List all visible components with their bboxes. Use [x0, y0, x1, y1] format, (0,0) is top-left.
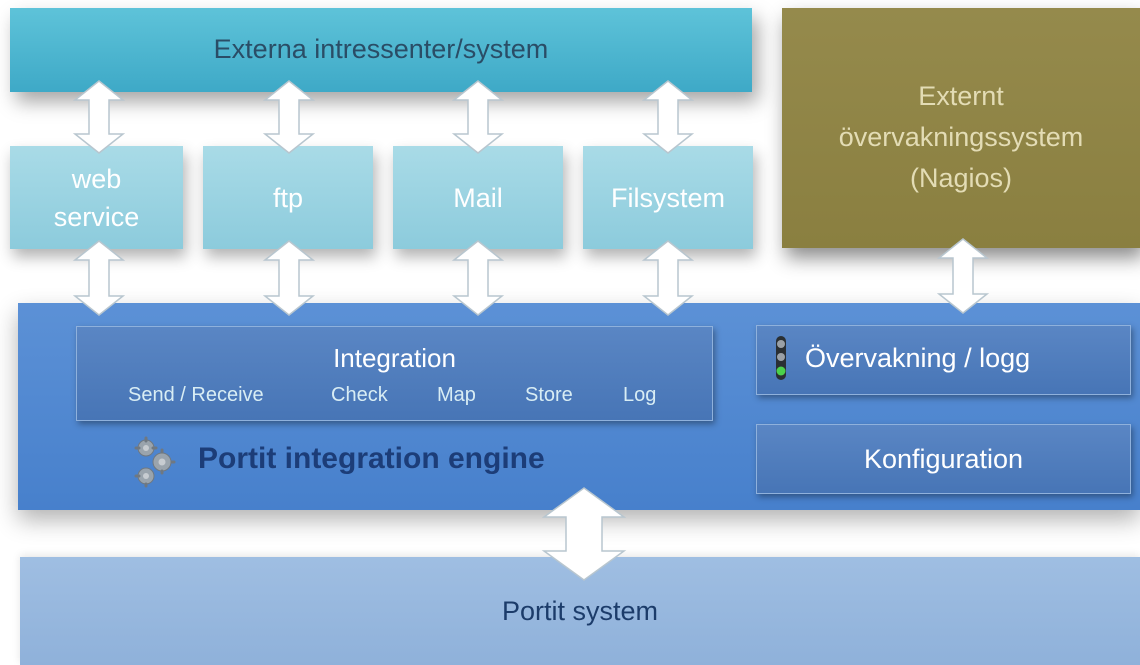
external-monitoring-box: Externt övervakningssystem (Nagios): [782, 8, 1140, 248]
double-arrow-icon: [451, 80, 505, 154]
integration-step: Map: [437, 384, 476, 406]
integration-box: Integration: [76, 326, 713, 421]
integration-step: Log: [623, 384, 657, 406]
integration-title: Integration: [333, 343, 456, 373]
double-arrow-icon: [72, 240, 126, 316]
integration-step: Store: [525, 384, 573, 406]
protocol-box-filsystem: Filsystem: [583, 146, 753, 249]
protocol-label: Mail: [453, 182, 503, 213]
double-arrow-icon: [936, 238, 990, 314]
double-arrow-icon: [451, 240, 505, 316]
external-monitoring-line3: (Nagios): [909, 163, 1012, 193]
integration-step: Check: [331, 384, 388, 406]
integration-steps: Send / Receive Check Map Store Log: [128, 384, 688, 408]
protocol-label-line1: web: [71, 163, 122, 194]
external-stakeholders-box: Externa intressenter/system: [10, 8, 752, 92]
double-arrow-icon: [641, 240, 695, 316]
configuration-box: Konfiguration: [756, 424, 1131, 494]
gears-icon: [134, 436, 176, 488]
double-arrow-icon: [72, 80, 126, 154]
protocol-label: ftp: [272, 182, 304, 213]
protocol-box-mail: Mail: [393, 146, 563, 249]
external-monitoring-line2: övervakningssystem: [838, 122, 1084, 152]
protocol-label-line2: service: [53, 201, 140, 232]
integration-step: Send / Receive: [128, 384, 264, 406]
monitoring-log-label: Övervakning / logg: [805, 343, 1031, 373]
monitoring-log-box: Övervakning / logg: [756, 325, 1131, 395]
engine-label: Portit integration engine: [198, 442, 545, 475]
external-stakeholders-label: Externa intressenter/system: [213, 34, 549, 64]
protocol-box-ftp: ftp: [203, 146, 373, 249]
traffic-light-icon: [776, 336, 786, 380]
portit-system-label: Portit system: [501, 595, 659, 626]
double-arrow-icon: [262, 80, 316, 154]
protocol-box-web-service: web service: [10, 146, 183, 249]
double-arrow-icon: [641, 80, 695, 154]
double-arrow-icon: [262, 240, 316, 316]
configuration-label: Konfiguration: [863, 443, 1024, 474]
double-arrow-icon: [541, 487, 627, 581]
protocol-label: Filsystem: [611, 182, 725, 213]
external-monitoring-line1: Externt: [918, 81, 1004, 111]
